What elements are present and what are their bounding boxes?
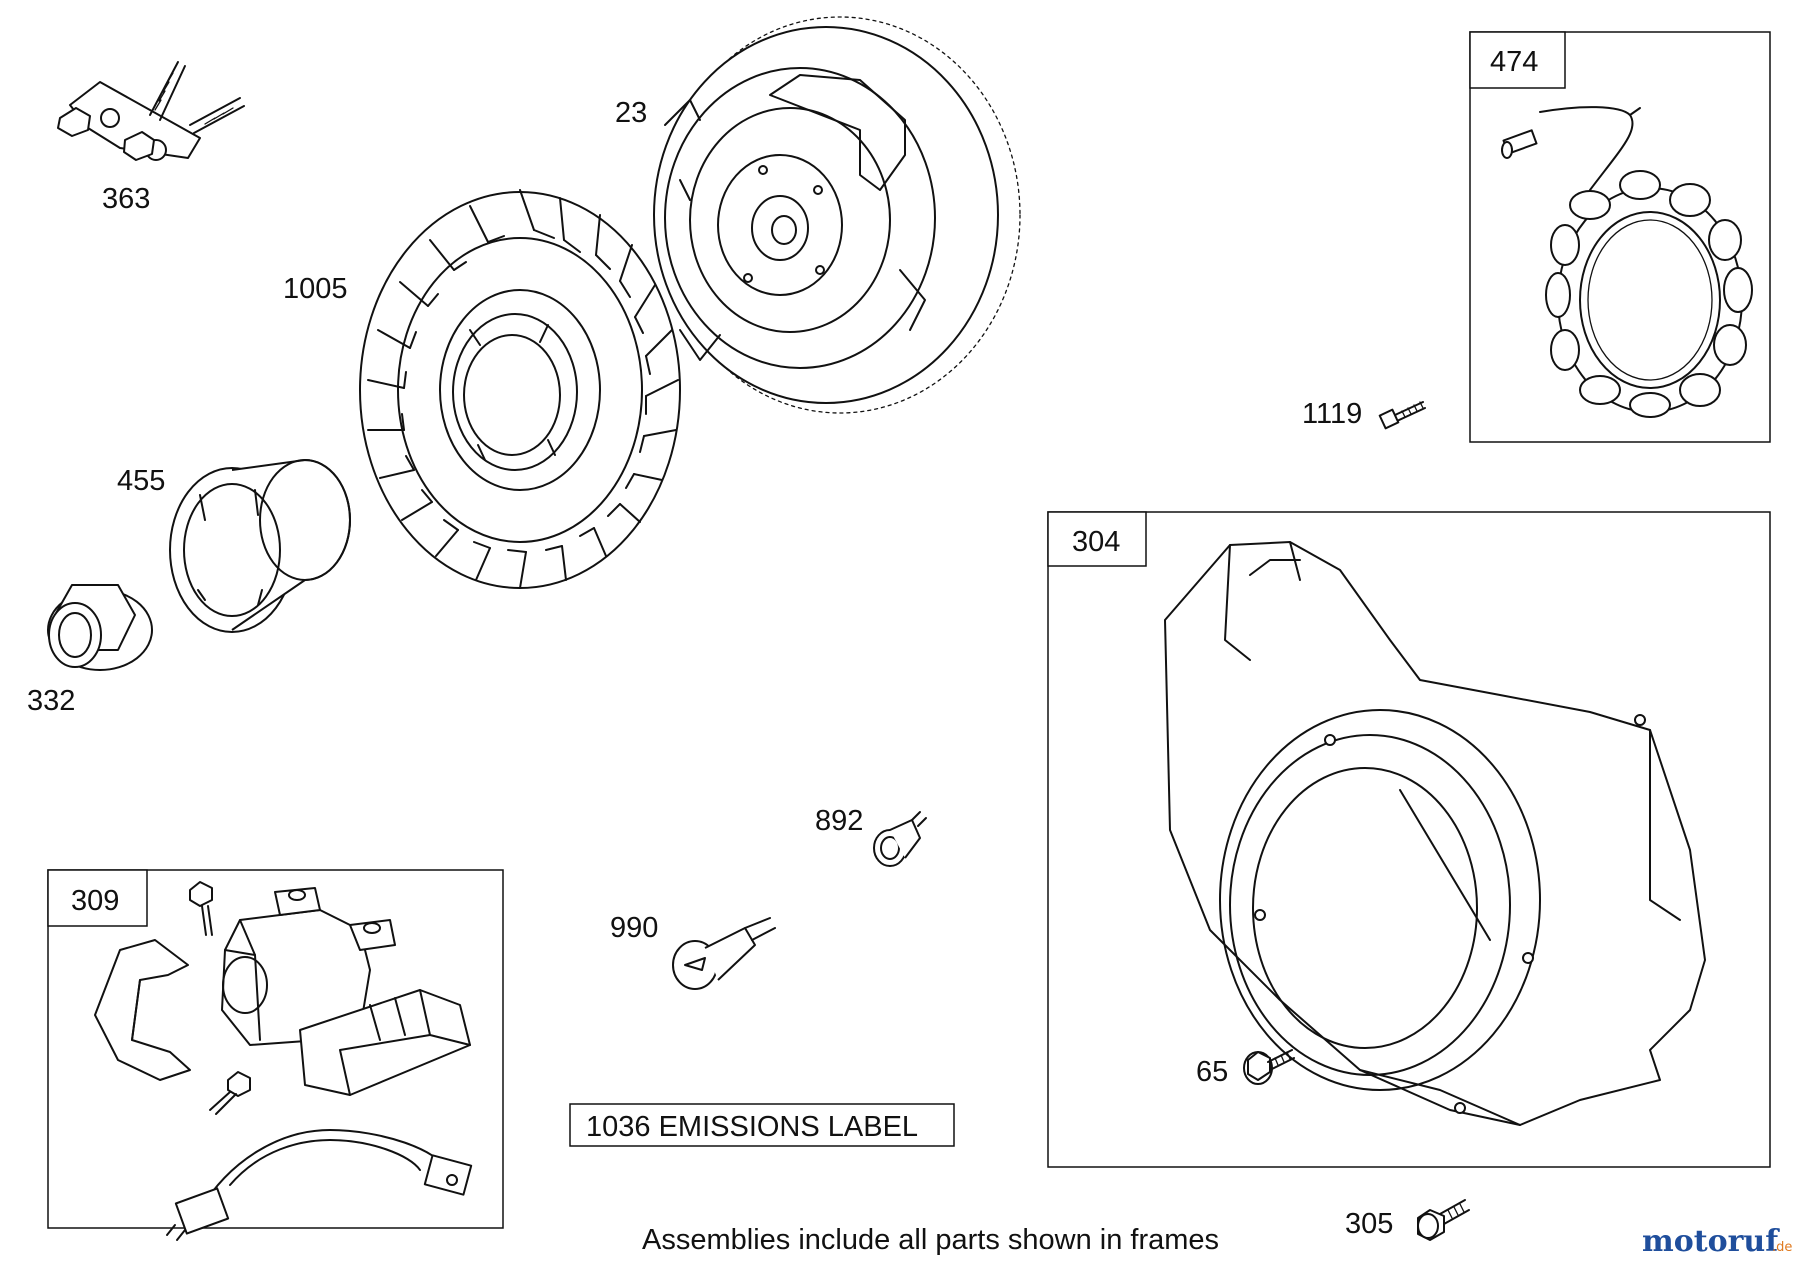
label-309: 309	[71, 885, 119, 917]
part-309-starter	[94, 881, 473, 1241]
label-1005: 1005	[283, 273, 348, 305]
watermark-brand: motoruf	[1642, 1224, 1780, 1259]
label-305: 305	[1345, 1208, 1393, 1240]
part-65-bolt	[1243, 1049, 1295, 1085]
label-990: 990	[610, 912, 658, 944]
part-1119-screw	[1378, 401, 1426, 430]
label-1119: 1119	[1302, 398, 1362, 430]
label-474: 474	[1490, 46, 1538, 78]
frame-474	[1469, 31, 1771, 443]
label-65: 65	[1196, 1056, 1228, 1088]
emissions-label-box	[569, 1103, 955, 1147]
part-363-puller	[57, 61, 245, 161]
label-23: 23	[615, 97, 647, 129]
label-363: 363	[102, 183, 150, 215]
label-892: 892	[815, 805, 863, 837]
watermark-tld: .de	[1772, 1240, 1792, 1255]
part-304-blower-housing	[1164, 541, 1706, 1126]
part-332-nut	[47, 584, 153, 671]
label-455: 455	[117, 465, 165, 497]
part-455-cup	[169, 459, 351, 633]
part-474-alternator	[1501, 106, 1753, 418]
footer-note: Assemblies include all parts shown in fr…	[642, 1224, 1219, 1256]
part-23-flywheel	[653, 16, 1021, 414]
frame-304-tag	[1047, 511, 1147, 567]
part-1005-fan	[359, 189, 681, 589]
frame-309-tag	[47, 869, 148, 927]
part-305-bolt	[1417, 1199, 1470, 1241]
emissions-label-text: 1036 EMISSIONS LABEL	[586, 1111, 918, 1143]
label-304: 304	[1072, 526, 1120, 558]
part-990-key	[672, 917, 776, 990]
frame-304	[1047, 511, 1771, 1168]
frame-474-tag	[1469, 31, 1566, 89]
part-892-switch	[873, 811, 927, 867]
label-332: 332	[27, 685, 75, 717]
frame-309	[47, 869, 504, 1229]
